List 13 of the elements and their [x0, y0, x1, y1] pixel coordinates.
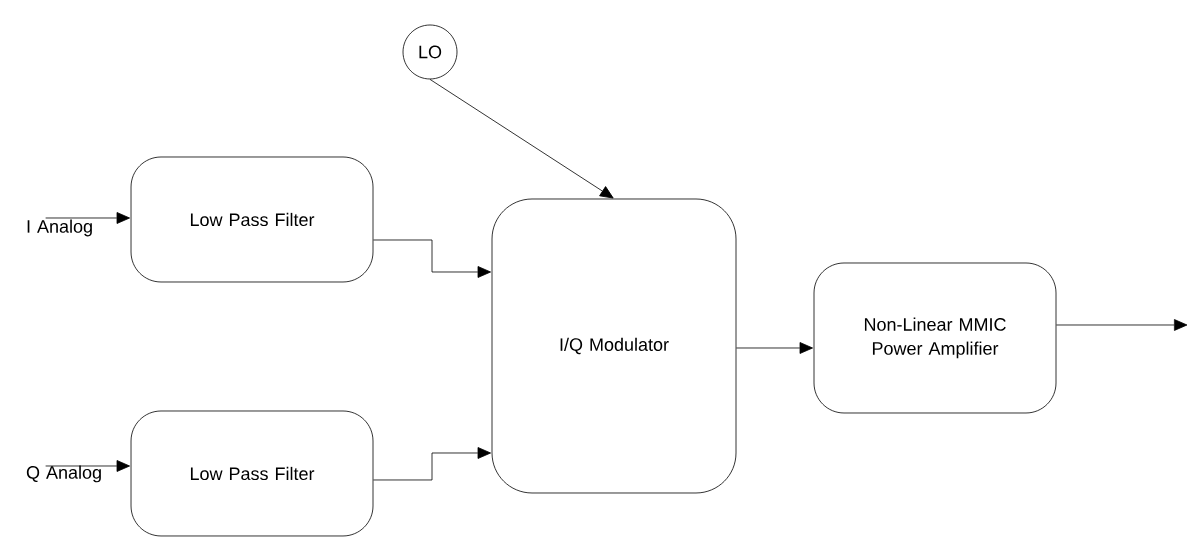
- amplifier-box: Non-Linear MMIC Power Amplifier: [813, 262, 1057, 414]
- input-label: Q Analog: [26, 465, 101, 483]
- modulator-box: I/Q Modulator: [491, 198, 737, 494]
- input-label: I Analog: [27, 219, 92, 237]
- arrow: [736, 342, 813, 354]
- arrow: [373, 239, 491, 278]
- arrow: [373, 447, 491, 481]
- arrow: [1056, 319, 1188, 331]
- arrow: [429, 79, 614, 199]
- arrow: [116, 460, 130, 472]
- filter-box: Low Pass Filter: [130, 156, 374, 283]
- filter-box: Low Pass Filter: [130, 410, 374, 537]
- arrow: [116, 212, 130, 224]
